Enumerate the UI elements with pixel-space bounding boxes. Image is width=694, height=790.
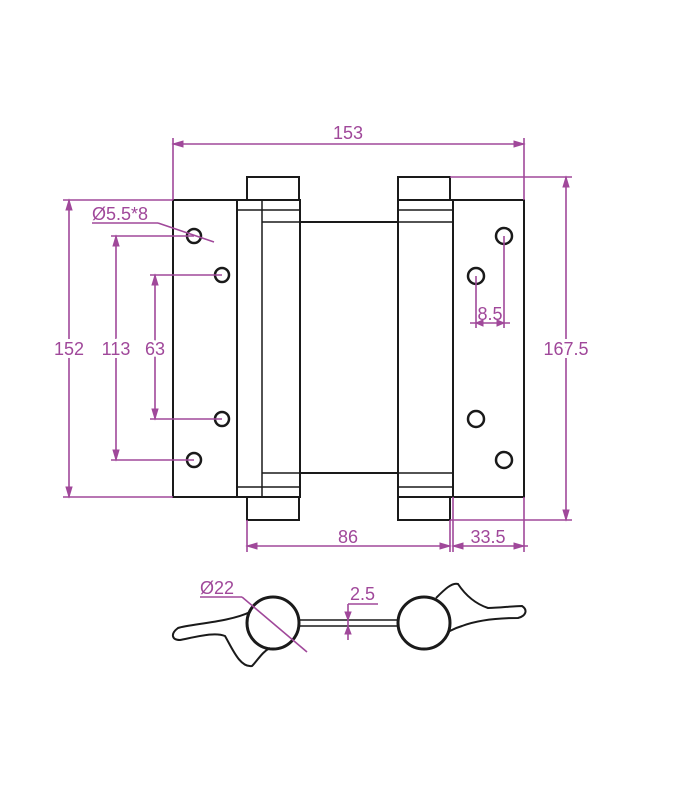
plan-right-barrel [396, 595, 452, 651]
right-leaf-plate [452, 199, 525, 498]
right-hole-3 [466, 409, 486, 429]
dim-label-barrel-diameter: Ø22 [200, 578, 234, 598]
left-top-cap [246, 176, 300, 201]
dim-overall-width: 153 [171, 123, 526, 200]
dim-hole-span-inner: 63 [142, 273, 222, 421]
dim-left-height: 152 [51, 198, 173, 499]
plan-left-barrel [245, 595, 301, 651]
dim-label-hole-offset: 8.5 [477, 304, 502, 324]
plan-right-wing [435, 582, 527, 633]
left-leaf [172, 199, 238, 498]
dim-hole-span-outer: 113 [99, 234, 194, 462]
dim-label-overall-width: 153 [333, 123, 363, 143]
dim-label-hole-span-inner: 63 [145, 339, 165, 359]
right-barrel-body [397, 199, 454, 498]
dim-label-right-leaf-width: 33.5 [470, 527, 505, 547]
left-barrel-body [236, 199, 301, 498]
left-leaf-plate [172, 199, 238, 498]
dim-label-left-height: 152 [54, 339, 84, 359]
dim-label-barrel-spacing: 86 [338, 527, 358, 547]
right-leaf [452, 199, 525, 498]
plan-left-wing [172, 611, 271, 668]
dim-right-leaf-width: 33.5 [451, 497, 528, 552]
left-barrel [236, 176, 301, 521]
plan-view: Ø22 2.5 [172, 578, 527, 668]
dim-label-hole-spec: Ø5.5*8 [92, 204, 148, 224]
left-bottom-cap [246, 496, 300, 521]
dim-label-right-height: 167.5 [543, 339, 588, 359]
right-hole-4 [494, 450, 514, 470]
dim-hole-offset: 8.5 [470, 236, 510, 328]
dim-hole-spec: Ø5.5*8 [92, 204, 215, 243]
right-top-cap [397, 176, 451, 201]
center-link [300, 221, 398, 474]
dim-right-height: 167.5 [450, 175, 592, 522]
dim-label-gap: 2.5 [350, 584, 375, 604]
dim-barrel-spacing: 86 [245, 520, 452, 552]
dim-label-hole-span-outer: 113 [102, 339, 131, 359]
right-barrel [397, 176, 454, 521]
right-bottom-cap [397, 496, 451, 521]
